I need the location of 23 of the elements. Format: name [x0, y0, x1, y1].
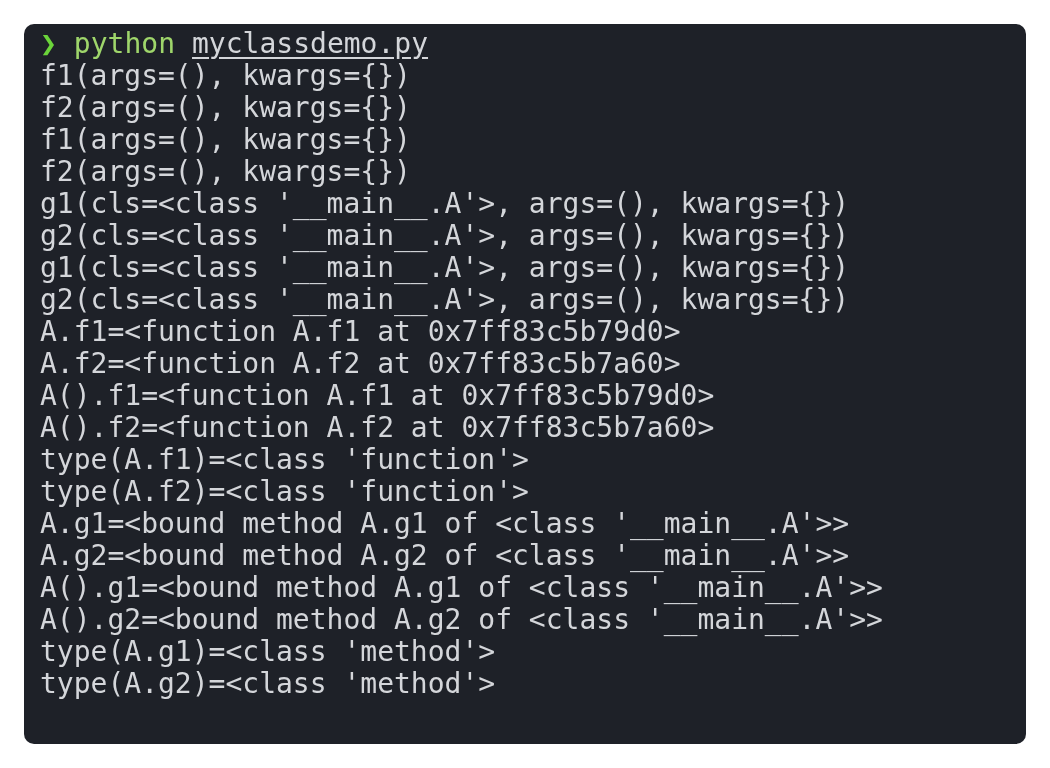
output-line: A().f1=<function A.f1 at 0x7ff83c5b79d0> — [40, 380, 715, 412]
command-text: python — [73, 28, 175, 60]
output-line: g1(cls=<class '__main__.A'>, args=(), kwargs={}) — [40, 252, 850, 284]
output-line: g2(cls=<class '__main__.A'>, args=(), kwargs={}) — [40, 220, 850, 252]
output-line: A().f2=<function A.f2 at 0x7ff83c5b7a60> — [40, 412, 715, 444]
prompt-symbol: ❯ — [40, 28, 57, 60]
output-line: A().g1=<bound method A.g1 of <class '__main__.A'>> — [40, 572, 883, 604]
output-line: g2(cls=<class '__main__.A'>, args=(), kwargs={}) — [40, 284, 850, 316]
output-line: f2(args=(), kwargs={}) — [40, 156, 411, 188]
output-line: A.g1=<bound method A.g1 of <class '__main__.A'>> — [40, 508, 850, 540]
output-line: type(A.g1)=<class 'method'> — [40, 636, 496, 668]
output-line: A.g2=<bound method A.g2 of <class '__main__.A'>> — [40, 540, 850, 572]
output-line: f2(args=(), kwargs={}) — [40, 92, 411, 124]
output-line: g1(cls=<class '__main__.A'>, args=(), kwargs={}) — [40, 188, 850, 220]
output-line: type(A.g2)=<class 'method'> — [40, 668, 496, 700]
output-line: f1(args=(), kwargs={}) — [40, 60, 411, 92]
output-line: A().g2=<bound method A.g2 of <class '__main__.A'>> — [40, 604, 883, 636]
output-line: A.f1=<function A.f1 at 0x7ff83c5b79d0> — [40, 316, 681, 348]
command-argument: myclassdemo.py — [192, 28, 429, 60]
output-line: f1(args=(), kwargs={}) — [40, 124, 411, 156]
output-line: type(A.f1)=<class 'function'> — [40, 444, 529, 476]
output-line: A.f2=<function A.f2 at 0x7ff83c5b7a60> — [40, 348, 681, 380]
output-line: type(A.f2)=<class 'function'> — [40, 476, 529, 508]
